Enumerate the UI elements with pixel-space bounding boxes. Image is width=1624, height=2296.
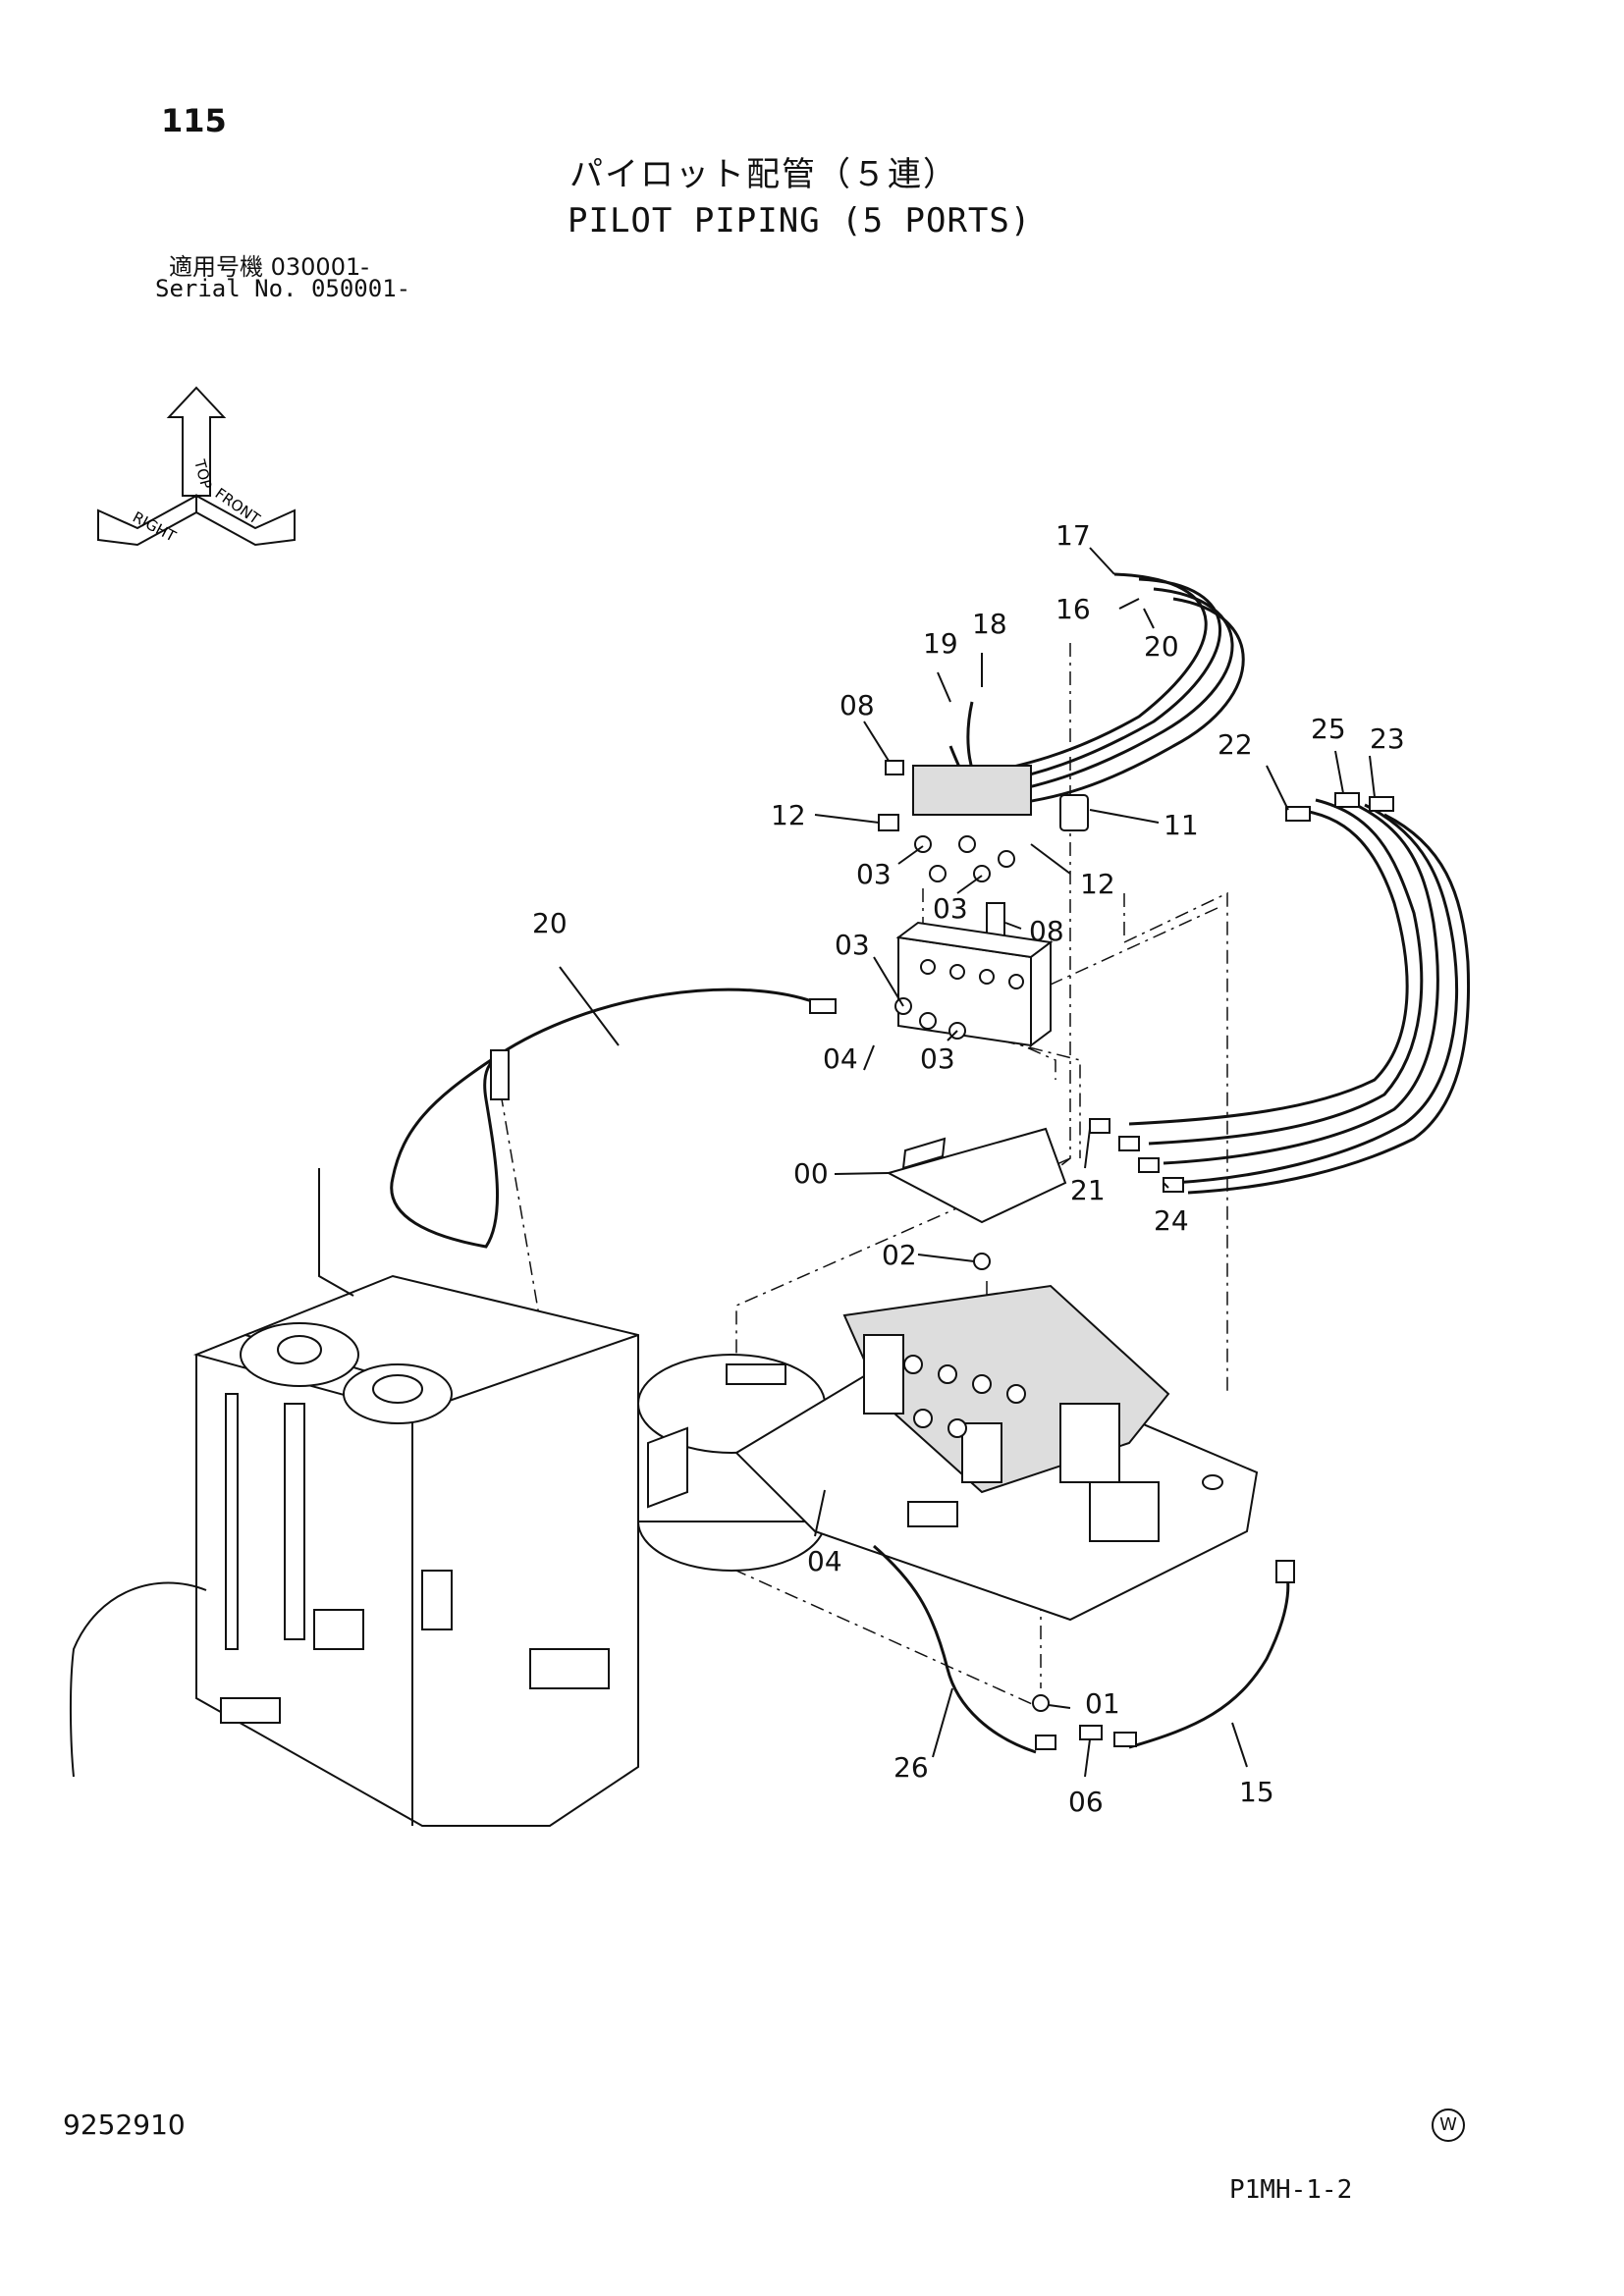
callout-leaders xyxy=(559,547,1376,1778)
callout-numbers: 17 16 18 19 20 08 12 11 12 03 03 08 03 0… xyxy=(532,519,1405,1818)
callout-01: 01 xyxy=(1085,1687,1120,1720)
callout-04-upper: 04 xyxy=(823,1042,858,1075)
callout-26: 26 xyxy=(893,1751,929,1784)
page-title-english: PILOT PIPING (5 PORTS) xyxy=(568,201,1032,240)
callout-03-d: 03 xyxy=(920,1042,955,1075)
pilot-manifold-block xyxy=(894,921,1054,1047)
callout-15: 17 xyxy=(1056,519,1091,552)
callout-12-left: 12 xyxy=(771,799,806,831)
callout-06: 06 xyxy=(1068,1786,1104,1818)
callout-04-lower: 04 xyxy=(807,1545,842,1577)
callout-02: 02 xyxy=(882,1239,917,1271)
callout-18: 20 xyxy=(1144,630,1179,663)
hydraulic-tank xyxy=(69,1168,639,1827)
document-number: 9252910 xyxy=(63,2109,186,2141)
callout-16: 18 xyxy=(972,608,1007,640)
hose-bundle-right xyxy=(1089,792,1471,1195)
control-valve-assembly xyxy=(734,1284,1259,1622)
callout-17: 19 xyxy=(923,627,958,660)
callout-19: 15 xyxy=(1239,1776,1274,1808)
callout-12-right: 12 xyxy=(1080,868,1115,900)
page-number: 115 xyxy=(161,102,227,139)
callout-00: 00 xyxy=(793,1157,829,1190)
mounting-bracket xyxy=(886,1127,1067,1270)
w-mark-icon: W xyxy=(1432,2109,1465,2142)
callout-25: 25 xyxy=(1311,713,1346,745)
callout-20: 20 xyxy=(532,907,568,939)
callout-08-lower: 08 xyxy=(1029,915,1064,947)
callout-23: 23 xyxy=(1370,722,1405,755)
serial-range-japanese: 適用号機 030001- xyxy=(169,253,369,281)
page-title-japanese: パイロット配管（５連） xyxy=(569,155,958,194)
callout-21: 21 xyxy=(1070,1174,1106,1206)
hose-lower xyxy=(873,1544,1295,1754)
serial-range-english: Serial No. 050001- xyxy=(155,275,411,302)
callout-14: 16 xyxy=(1056,593,1091,625)
callout-11: 11 xyxy=(1164,809,1199,841)
page-code: P1MH-1-2 xyxy=(1229,2175,1353,2205)
callout-03-a: 03 xyxy=(856,858,892,890)
callout-08-upper: 08 xyxy=(839,689,875,721)
hose-20 xyxy=(390,988,837,1249)
callout-03-b: 03 xyxy=(933,892,968,925)
callout-24: 24 xyxy=(1154,1204,1189,1237)
callout-03-c: 03 xyxy=(835,929,870,961)
callout-22: 22 xyxy=(1218,728,1253,761)
pilot-valve-fittings-upper xyxy=(878,760,1089,939)
orientation-indicator: TOP RIGHT FRONT xyxy=(97,386,296,547)
